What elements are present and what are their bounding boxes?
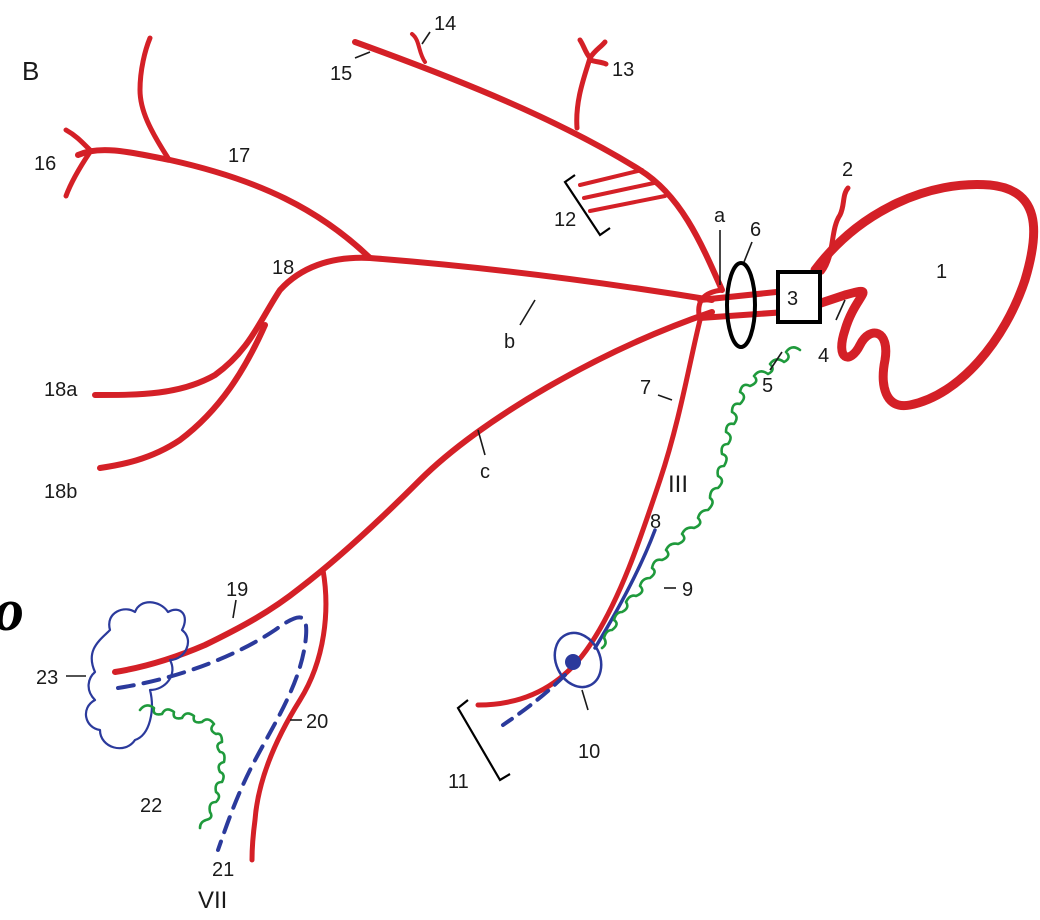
label-14: 14 xyxy=(434,13,456,35)
label-19: 19 xyxy=(226,579,248,601)
artery-c xyxy=(112,309,715,675)
label-15: 15 xyxy=(330,63,352,85)
panel-label: B xyxy=(22,56,39,86)
labels: B o 1 2 3 4 5 6 7 8 9 10 11 12 13 14 15 … xyxy=(0,13,947,914)
label-1: 1 xyxy=(936,261,947,283)
artery-12a xyxy=(578,168,644,187)
label-23: 23 xyxy=(36,667,58,689)
label-20: 20 xyxy=(306,711,328,733)
arterial-tree xyxy=(63,32,1039,863)
nerve-8 xyxy=(593,528,657,650)
label-c: c xyxy=(480,461,490,483)
blue-structures xyxy=(84,528,657,852)
label-16: 16 xyxy=(34,153,56,175)
label-7: 7 xyxy=(640,377,651,399)
artery-b xyxy=(367,255,715,303)
artery-13 xyxy=(574,37,609,131)
label-18b: 18b xyxy=(44,481,77,503)
label-8: 8 xyxy=(650,511,661,533)
label-17: 17 xyxy=(228,145,250,167)
ganglion-10-outer xyxy=(553,631,603,689)
artery-12b xyxy=(582,181,656,200)
label-b: b xyxy=(504,331,515,353)
label-22: 22 xyxy=(140,795,162,817)
artery-18b xyxy=(97,322,268,471)
green-nerves xyxy=(138,346,802,830)
stray-glyph: o xyxy=(0,577,24,643)
label-18a: 18a xyxy=(44,379,78,401)
artery-12c xyxy=(588,194,667,213)
ring-6 xyxy=(725,261,757,349)
nerve-11-dashed xyxy=(501,673,567,727)
label-III: III xyxy=(668,471,688,498)
artery-16-down xyxy=(63,149,93,199)
loop-1 xyxy=(810,179,1039,411)
markers xyxy=(456,174,822,782)
artery-17-up xyxy=(137,35,171,161)
artery-14 xyxy=(410,32,427,64)
branch-2 xyxy=(819,185,851,275)
gland-23 xyxy=(84,601,189,750)
artery-18 xyxy=(92,254,373,398)
nerve-III-coil xyxy=(600,346,802,650)
label-18: 18 xyxy=(272,257,294,279)
leader-lines xyxy=(66,31,846,721)
label-6: 6 xyxy=(750,219,761,241)
artery-7 xyxy=(475,317,703,708)
label-5: 5 xyxy=(762,375,773,397)
bracket-12 xyxy=(563,174,611,237)
label-10: 10 xyxy=(578,741,600,763)
label-3: 3 xyxy=(787,288,798,310)
label-11: 11 xyxy=(448,771,469,793)
artery-15 xyxy=(352,39,725,293)
label-12: 12 xyxy=(554,209,576,231)
artery-20 xyxy=(249,567,329,863)
artery-17 xyxy=(75,147,373,261)
label-9: 9 xyxy=(682,579,693,601)
label-4: 4 xyxy=(818,345,829,367)
label-a: a xyxy=(714,205,726,227)
bend-a xyxy=(696,287,725,323)
nerve-21-dashed xyxy=(116,615,309,852)
label-21: 21 xyxy=(212,859,234,881)
box-3 xyxy=(776,270,822,324)
bracket-11 xyxy=(456,699,511,782)
artery-16-up xyxy=(63,127,93,153)
label-13: 13 xyxy=(612,59,634,81)
label-VII: VII xyxy=(198,887,227,914)
label-2: 2 xyxy=(842,159,853,181)
nerve-22-coil xyxy=(138,704,226,830)
ganglion-10-core xyxy=(565,654,581,670)
